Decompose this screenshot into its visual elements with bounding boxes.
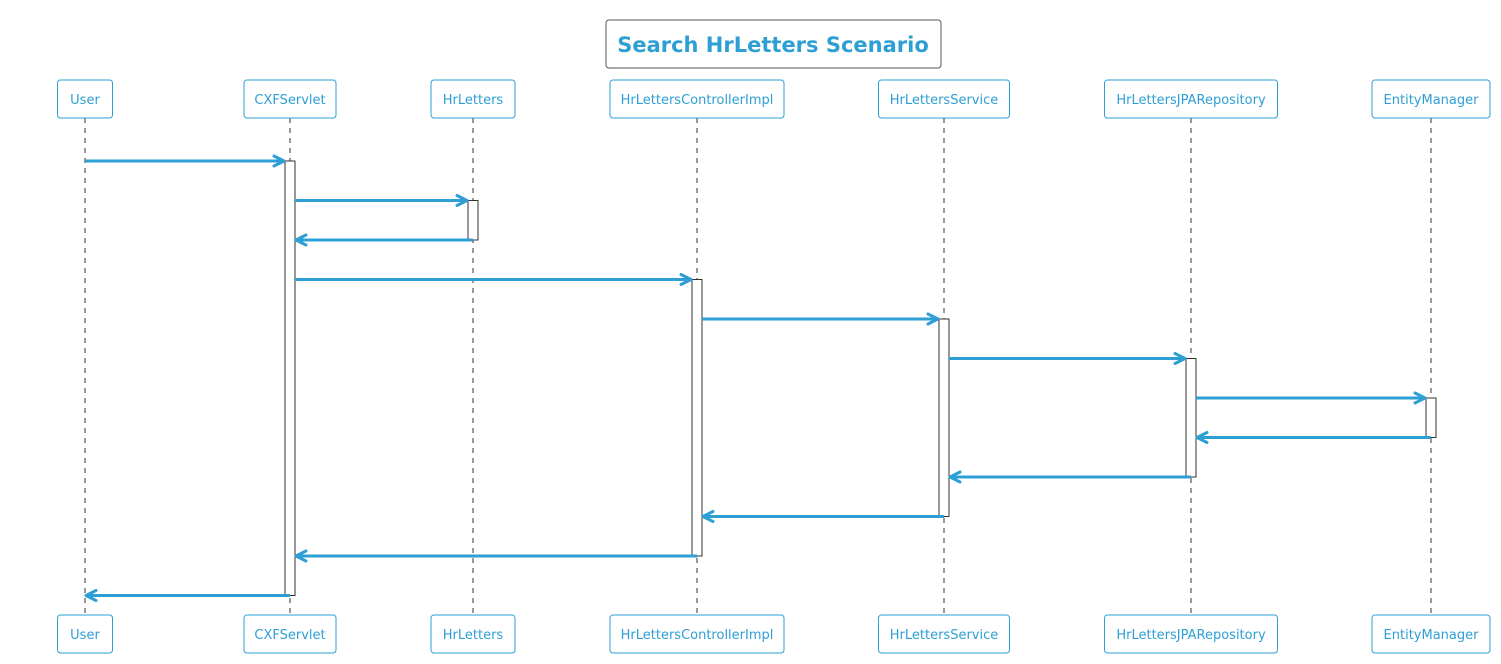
participant-entitymanager-top: EntityManager [1371,79,1491,119]
message-arrow [1196,391,1427,405]
arrowhead [294,549,308,563]
arrowhead [948,470,962,484]
participant-label: HrLettersControllerImpl [621,628,774,643]
participant-box [1371,614,1491,654]
title-text: Search HrLetters Scenario [617,33,929,57]
participant-user-top: User [57,79,113,119]
participant-label: HrLettersService [890,628,999,643]
arrowhead [1413,391,1427,405]
arrowhead [84,589,98,602]
participant-box [57,79,113,119]
participant-hrletters-top: HrLetters [430,79,516,119]
participant-box [1371,79,1491,119]
arrowhead [679,273,693,286]
participant-label: HrLettersControllerImpl [621,93,774,108]
participant-label: EntityManager [1384,628,1480,643]
participant-service-top: HrLettersService [878,79,1010,119]
participant-label: HrLettersJPARepository [1116,628,1266,643]
participant-cxf-top: CXFServlet [243,79,337,119]
activation-bar-cxf [284,160,296,596]
participant-box [878,614,1010,654]
participant-repository-bottom: HrLettersJPARepository [1104,614,1278,654]
participant-box [243,79,337,119]
participant-box [1104,614,1278,654]
participant-box [878,79,1010,119]
participant-box [430,79,516,119]
participant-repository-top: HrLettersJPARepository [1104,79,1278,119]
message-arrow [294,233,473,247]
messages [84,154,1431,602]
participant-controller-top: HrLettersControllerImpl [609,79,785,119]
participant-box [430,614,516,654]
participant-user-bottom: User [57,614,113,654]
participant-hrletters-bottom: HrLetters [430,614,516,654]
participant-box [57,614,113,654]
participant-label: User [70,628,100,643]
message-arrow [294,549,697,563]
participant-controller-bottom: HrLettersControllerImpl [609,614,785,654]
diagram-title: Search HrLetters Scenario [605,19,942,69]
participant-label: User [70,93,100,108]
activation-bar-hrletters [467,200,479,241]
activation-bars [284,160,1437,596]
activation-bar-service [938,318,950,517]
participant-entitymanager-bottom: EntityManager [1371,614,1491,654]
participant-service-bottom: HrLettersService [878,614,1010,654]
activation-bar-entitymanager [1425,397,1437,438]
participant-box [609,79,785,119]
message-arrow [85,154,286,168]
arrowhead [272,154,286,168]
message-arrow [949,352,1187,365]
participant-label: CXFServlet [254,93,325,108]
participant-label: HrLettersService [890,93,999,108]
participant-label: HrLettersJPARepository [1116,93,1266,108]
participant-cxf-bottom: CXFServlet [243,614,337,654]
message-arrow [701,510,944,523]
message-arrow [84,589,290,602]
participants-bottom: User CXFServlet HrLetters HrLettersControll… [57,614,1491,654]
arrowhead [294,233,308,247]
participant-box [1104,79,1278,119]
arrowhead [1173,352,1187,365]
participant-label: HrLetters [443,93,504,108]
arrowhead [701,510,715,523]
message-arrow [948,470,1191,484]
participants-top: User CXFServlet HrLetters HrLettersControll… [57,79,1491,119]
participant-label: EntityManager [1384,93,1480,108]
arrowhead [1195,431,1209,444]
message-arrow [295,194,469,207]
arrowhead [455,194,469,207]
participant-label: CXFServlet [254,628,325,643]
participant-box [609,614,785,654]
message-arrow [702,312,940,326]
message-arrow [1195,431,1431,444]
activation-bar-controller [691,279,703,557]
title-box [605,19,942,69]
participant-label: HrLetters [443,628,504,643]
activation-bar-repository [1185,358,1197,478]
arrowhead [926,312,940,326]
message-arrow [295,273,693,286]
participant-box [243,614,337,654]
